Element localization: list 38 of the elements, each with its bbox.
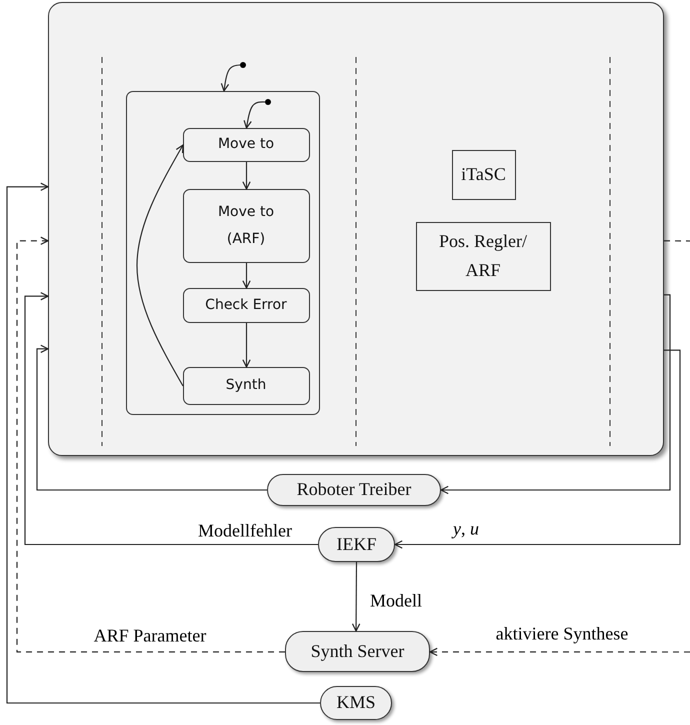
node-label: Move to xyxy=(218,135,274,154)
initial-dot xyxy=(240,62,246,68)
arrow xyxy=(136,144,184,386)
state-box xyxy=(182,366,310,404)
process-box xyxy=(416,222,550,290)
arrow xyxy=(6,182,320,704)
node-label: Synth xyxy=(226,376,266,396)
node-label: iTaSC xyxy=(461,163,506,186)
arrow xyxy=(36,344,267,491)
rounded-node xyxy=(285,631,430,672)
arrow xyxy=(24,292,318,546)
state-box xyxy=(182,188,310,262)
node-label: Synth Server xyxy=(310,640,404,662)
container-panel xyxy=(48,2,664,456)
state-box xyxy=(182,288,310,322)
arrow xyxy=(352,562,360,632)
node-label: Roboter Treiber xyxy=(296,479,412,501)
dashed-arrow xyxy=(429,648,690,656)
initial-dot xyxy=(264,98,270,104)
arrow xyxy=(394,350,681,549)
state-box xyxy=(182,128,310,162)
rounded-node xyxy=(320,686,392,720)
arrow xyxy=(220,64,240,92)
node-label: IEKF xyxy=(336,534,376,556)
arrow xyxy=(440,294,671,494)
rounded-node xyxy=(318,527,395,562)
node-label: Move to (ARF) xyxy=(216,202,276,248)
node-label: Check Error xyxy=(205,296,287,315)
arrow xyxy=(244,101,266,129)
arrow xyxy=(242,263,251,289)
dashed-arrow xyxy=(16,236,285,652)
arrow xyxy=(242,162,251,190)
node-label: Pos. Regler/ ARF xyxy=(438,230,528,282)
rounded-node xyxy=(267,474,441,506)
process-box xyxy=(452,150,516,200)
node-label: KMS xyxy=(336,692,376,714)
arrow xyxy=(242,323,251,368)
state-group-box xyxy=(126,90,320,414)
